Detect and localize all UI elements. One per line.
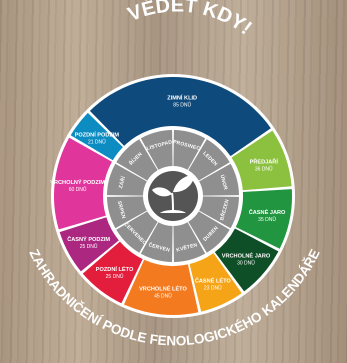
month-wedge	[173, 222, 206, 262]
season-name: VRCHOLNÉ JARO	[222, 251, 271, 259]
month-segment-unor: ÚNOR	[199, 163, 239, 196]
season-wedge	[70, 112, 123, 161]
season-days: 30 DNŮ	[237, 259, 255, 266]
season-name: ČASNÝ PODZIM	[67, 236, 110, 243]
season-days: 85 DNŮ	[173, 101, 191, 108]
season-wedge	[189, 253, 242, 312]
month-wedge	[140, 130, 173, 170]
month-segment-srpen: SRPEN	[107, 196, 147, 229]
month-wedge	[107, 196, 147, 229]
month-wedge	[188, 139, 230, 181]
season-name: ČASNÉ LÉTO	[195, 276, 232, 284]
month-label: SRPEN	[116, 200, 127, 219]
month-segment-duben: DUBEN	[188, 211, 230, 253]
month-segment-brezen: BŘEZEN	[199, 196, 239, 229]
season-name: POZDNÍ LÉTO	[96, 265, 134, 273]
season-days: 60 DNŮ	[69, 186, 87, 193]
season-days: 21 DNŮ	[88, 139, 106, 146]
season-days: 25 DNŮ	[80, 243, 98, 250]
season-wedge	[235, 189, 292, 249]
month-segment-kveten: KVĚTEN	[173, 222, 206, 262]
season-name: VRCHOLNÝ PODZIM	[50, 179, 105, 186]
month-wedge	[173, 130, 206, 170]
month-segment-prosinec: PROSINEC	[172, 130, 206, 170]
season-name: POZDNÍ PODZIM	[75, 131, 120, 139]
season-wedge	[89, 76, 271, 157]
month-wedge	[188, 211, 230, 253]
season-wedge	[214, 228, 279, 292]
month-segment-leden: LEDEN	[188, 139, 230, 181]
season-wedge	[231, 130, 292, 191]
month-segment-cervenec: ČERVENEC	[116, 211, 158, 253]
season-name: PŘEDJAŘÍ	[250, 158, 279, 166]
season-name: VRCHOLNÉ LÉTO	[139, 284, 187, 292]
month-segment-rijen: ŘÍJEN	[116, 139, 158, 181]
season-days: 23 DNŮ	[204, 284, 222, 291]
month-segment-listopad: LISTOPAD	[140, 130, 173, 170]
sprout-icon	[152, 175, 194, 213]
month-wedge	[116, 211, 158, 253]
season-days: 35 DNŮ	[258, 216, 276, 223]
month-wedge	[199, 196, 239, 229]
season-wedge	[53, 137, 112, 230]
month-label: ÚNOR	[219, 174, 230, 191]
season-days: 25 DNŮ	[106, 273, 124, 280]
season-days: 36 DNŮ	[255, 166, 273, 173]
season-wedge	[82, 241, 143, 304]
season-days: 45 DNŮ	[154, 292, 172, 299]
season-wedge	[124, 259, 199, 315]
month-wedge	[116, 139, 158, 181]
month-segment-zari: ZÁŘÍ	[107, 163, 147, 196]
season-wedge	[59, 217, 119, 272]
month-wedge	[107, 163, 147, 196]
season-name: ČASNÉ JARO	[249, 208, 286, 216]
month-label: ZÁŘÍ	[116, 175, 127, 190]
month-segment-cerven: ČERVEN	[140, 222, 173, 262]
title-top: VĚDĚT KDY!	[125, 0, 256, 39]
month-wedge	[199, 163, 239, 196]
month-wedge	[140, 222, 173, 262]
season-name: ZIMNÍ KLID	[167, 93, 197, 101]
